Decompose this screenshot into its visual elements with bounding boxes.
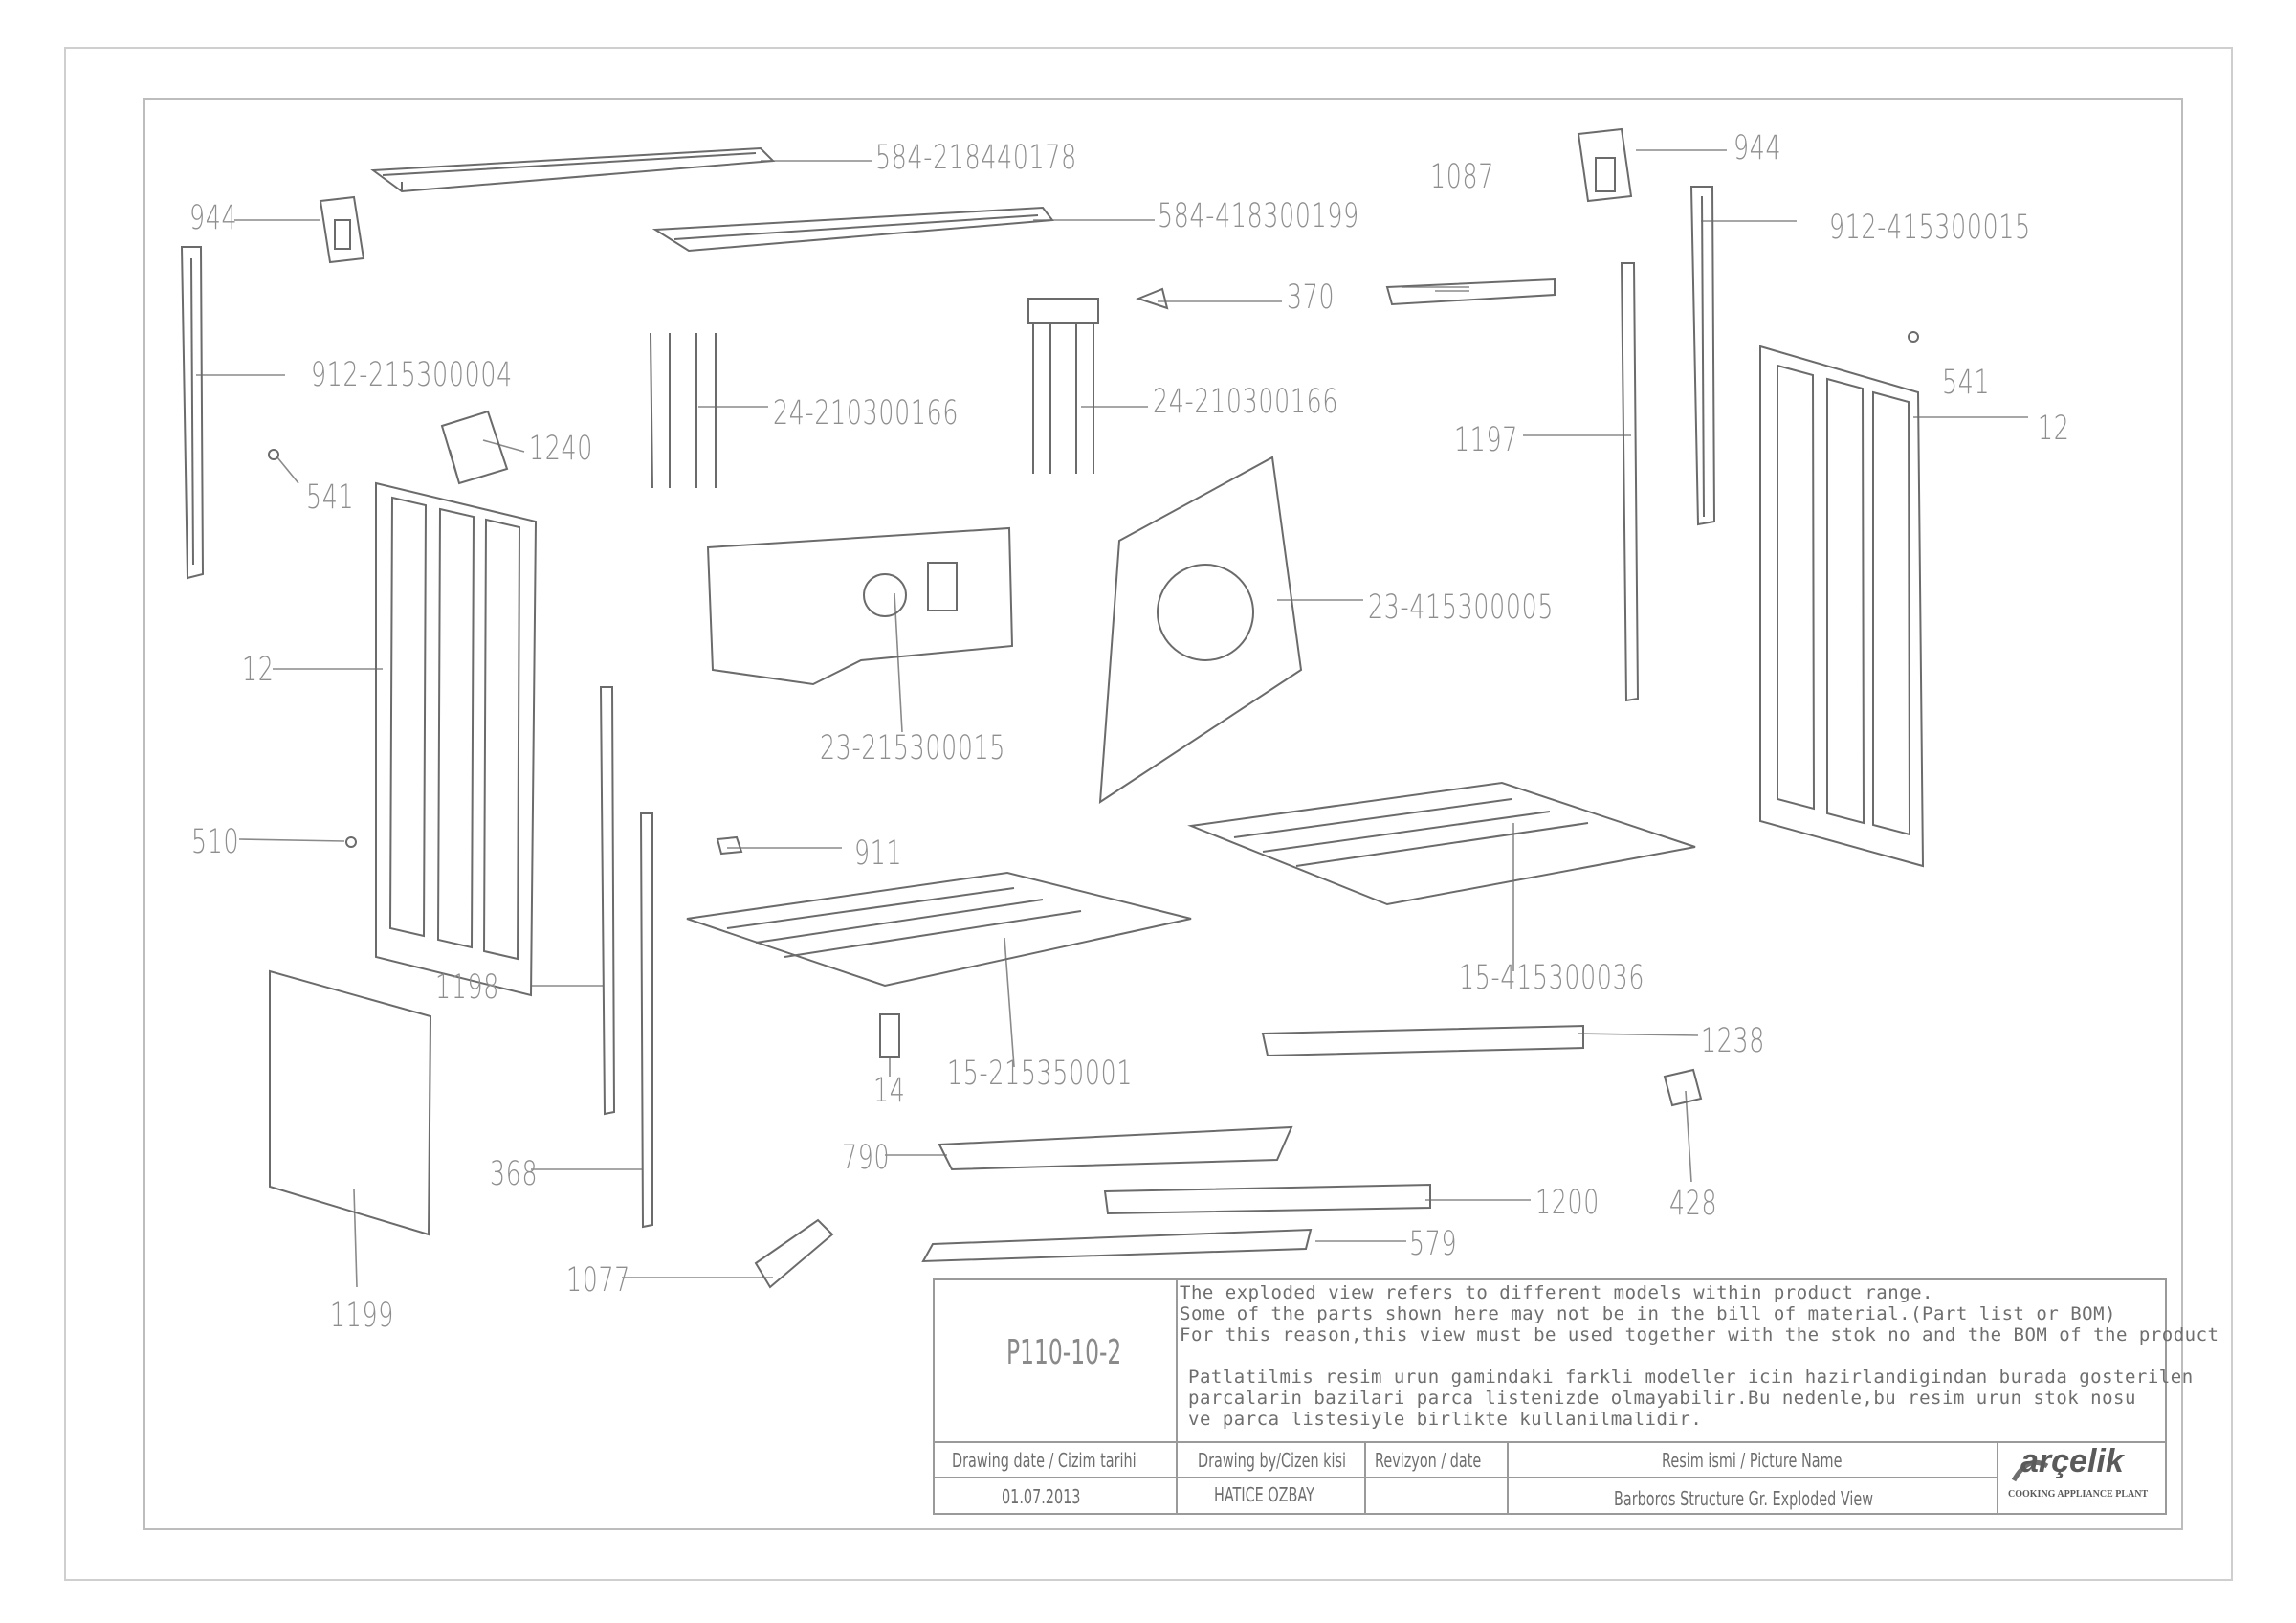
- label-24-210300166-left: 24-210300166: [773, 394, 960, 433]
- label-12-right: 12: [2038, 410, 2070, 448]
- post-912-left: [180, 246, 205, 580]
- cap-541-left: [268, 449, 279, 460]
- hinge-1077: [754, 1218, 834, 1289]
- label-1077: 1077: [566, 1261, 631, 1300]
- label-24-210300166-right: 24-210300166: [1153, 383, 1339, 421]
- picture-name-header: Resim ismi / Picture Name: [1662, 1449, 1843, 1472]
- strip-579: [921, 1228, 1313, 1263]
- bracket-1240: [440, 410, 509, 485]
- drawing-code: P110-10-2: [1006, 1333, 1122, 1372]
- strip-790: [938, 1125, 1293, 1171]
- date-header: Drawing date / Cizim tarihi: [952, 1449, 1137, 1472]
- label-1200: 1200: [1535, 1184, 1601, 1222]
- label-584-418300199: 584-418300199: [1158, 197, 1359, 235]
- brand-swoosh-icon: [2011, 1459, 2049, 1482]
- front-plate-23-left: [706, 526, 1014, 686]
- revision-header: Revizyon / date: [1375, 1449, 1482, 1472]
- spring-24-left: [650, 332, 717, 489]
- label-790: 790: [842, 1139, 891, 1177]
- label-368: 368: [490, 1155, 539, 1193]
- note-en-3: For this reason,this view must be used t…: [1180, 1324, 2219, 1345]
- side-panel-12-left: [375, 481, 538, 997]
- tray-15-right: [1187, 781, 1696, 906]
- post-1197: [1620, 262, 1640, 702]
- label-944-right: 944: [1733, 129, 1782, 167]
- label-1198: 1198: [435, 968, 500, 1007]
- back-panel-1199: [269, 969, 432, 1236]
- date-value: 01.07.2013: [1002, 1485, 1081, 1508]
- label-23-215300015: 23-215300015: [820, 729, 1006, 767]
- note-en-2: Some of the parts shown here may not be …: [1180, 1303, 2116, 1324]
- label-541-right: 541: [1942, 364, 1991, 402]
- part-370: [1136, 287, 1169, 310]
- nut-911: [716, 835, 743, 856]
- rail-1087: [1385, 278, 1556, 306]
- top-rail-584b: [651, 206, 1054, 253]
- post-912-right: [1689, 186, 1716, 526]
- note-tr-2: parcalarin bazilari parca listenizde olm…: [1188, 1388, 2136, 1409]
- label-1197: 1197: [1454, 421, 1519, 459]
- plant-name: COOKING APPLIANCE PLANT: [2008, 1489, 2149, 1500]
- label-541-left: 541: [306, 478, 355, 517]
- rear-plate-23-right: [1098, 456, 1303, 804]
- screw-14: [879, 1013, 900, 1058]
- title-block: P110-10-2 The exploded view refers to di…: [933, 1278, 2219, 1515]
- label-912-415300015: 912-415300015: [1829, 209, 2031, 247]
- drawing-inner-border: [144, 98, 2183, 1530]
- post-368: [639, 812, 653, 1229]
- side-panel-12-right: [1759, 345, 1925, 868]
- leader-lines: [196, 149, 2028, 1288]
- label-1199: 1199: [330, 1297, 395, 1335]
- label-579: 579: [1409, 1225, 1458, 1263]
- label-1238: 1238: [1701, 1022, 1766, 1060]
- label-1240: 1240: [529, 430, 594, 468]
- tray-15-left: [686, 871, 1192, 988]
- drawing-outer-border: [64, 47, 2233, 1581]
- label-944-left: 944: [189, 199, 238, 237]
- label-14: 14: [873, 1072, 906, 1110]
- cap-541-right: [1908, 331, 1919, 343]
- label-584-218440178: 584-218440178: [875, 139, 1077, 177]
- label-15-415300036: 15-415300036: [1459, 959, 1645, 997]
- label-912-215300004: 912-215300004: [311, 356, 513, 394]
- hinge-944-left: [319, 195, 365, 264]
- picture-name-value: Barboros Structure Gr. Exploded View: [1614, 1487, 1874, 1510]
- rail-1200: [1103, 1183, 1431, 1215]
- label-12-left: 12: [242, 651, 275, 689]
- spring-24-right: [1027, 298, 1099, 474]
- label-15-215350001: 15-215350001: [947, 1055, 1134, 1093]
- note-tr-1: Patlatilmis resim urun gamindaki farkli …: [1188, 1367, 2194, 1388]
- note-tr-3: ve parca listesiyle birlikte kullanilmal…: [1188, 1409, 1703, 1430]
- brand-logo: arçelik: [2020, 1443, 2124, 1479]
- rail-1238: [1261, 1024, 1584, 1057]
- label-911: 911: [854, 834, 903, 873]
- top-rail-584a: [370, 146, 776, 193]
- post-1198: [599, 686, 616, 1116]
- label-428: 428: [1669, 1185, 1718, 1223]
- drawn-by-header: Drawing by/Cizen kisi: [1198, 1449, 1346, 1472]
- label-1087: 1087: [1430, 158, 1495, 196]
- label-510: 510: [191, 823, 240, 861]
- bracket-428: [1663, 1068, 1703, 1107]
- note-en-1: The exploded view refers to different mo…: [1180, 1282, 1933, 1303]
- label-370: 370: [1287, 278, 1336, 317]
- clip-510: [345, 836, 357, 848]
- drawn-by-value: HATICE OZBAY: [1214, 1483, 1314, 1506]
- label-23-415300005: 23-415300005: [1368, 589, 1555, 627]
- hinge-944-right: [1577, 127, 1633, 203]
